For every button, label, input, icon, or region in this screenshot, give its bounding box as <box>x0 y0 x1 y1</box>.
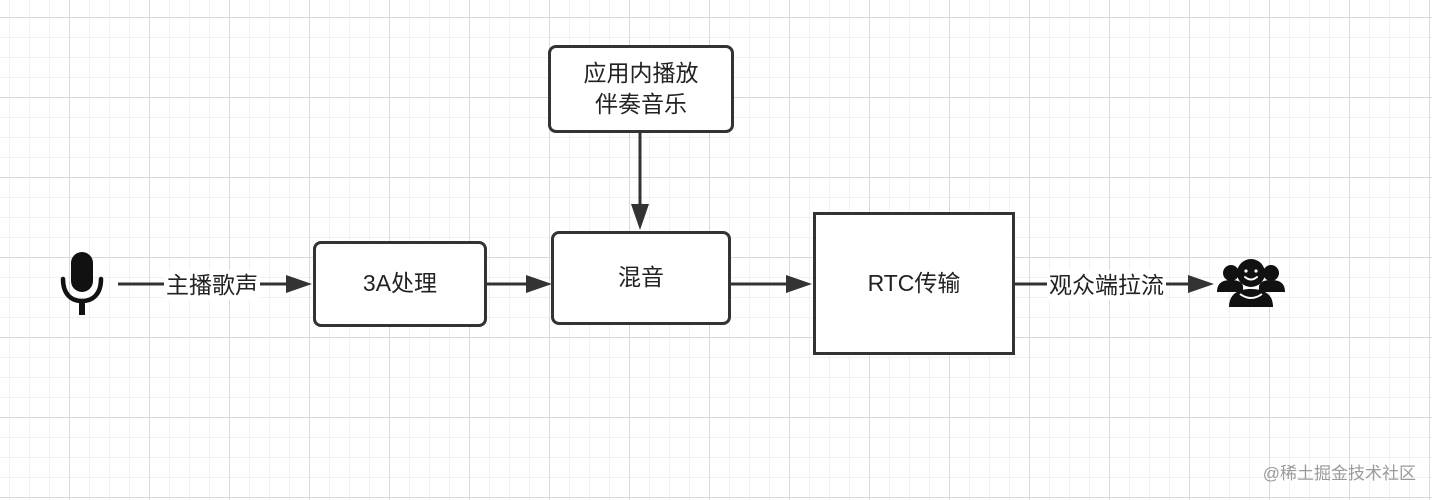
node-3a-processing-label: 3A处理 <box>362 270 438 297</box>
edge-label-host-vocals: 主播歌声 <box>164 270 260 300</box>
edge-3a-to-mixer <box>487 275 552 293</box>
node-mixer-label: 混音 <box>618 264 664 291</box>
node-rtc-transport: RTC传输 <box>813 212 1015 355</box>
edge-label-audience-pull: 观众端拉流 <box>1047 270 1166 300</box>
node-accompaniment-label: 应用内播放 伴奏音乐 <box>583 59 699 117</box>
node-mixer: 混音 <box>551 231 731 325</box>
audience-group-icon <box>1217 259 1285 307</box>
node-rtc-transport-label: RTC传输 <box>867 269 961 296</box>
edge-mixer-to-rtc <box>731 275 812 293</box>
watermark: @稀土掘金技术社区 <box>1262 464 1416 483</box>
microphone-icon <box>60 252 104 315</box>
node-accompaniment: 应用内播放 伴奏音乐 <box>548 45 734 133</box>
node-3a-processing: 3A处理 <box>313 241 487 327</box>
edge-accompaniment-to-mixer <box>631 133 649 230</box>
